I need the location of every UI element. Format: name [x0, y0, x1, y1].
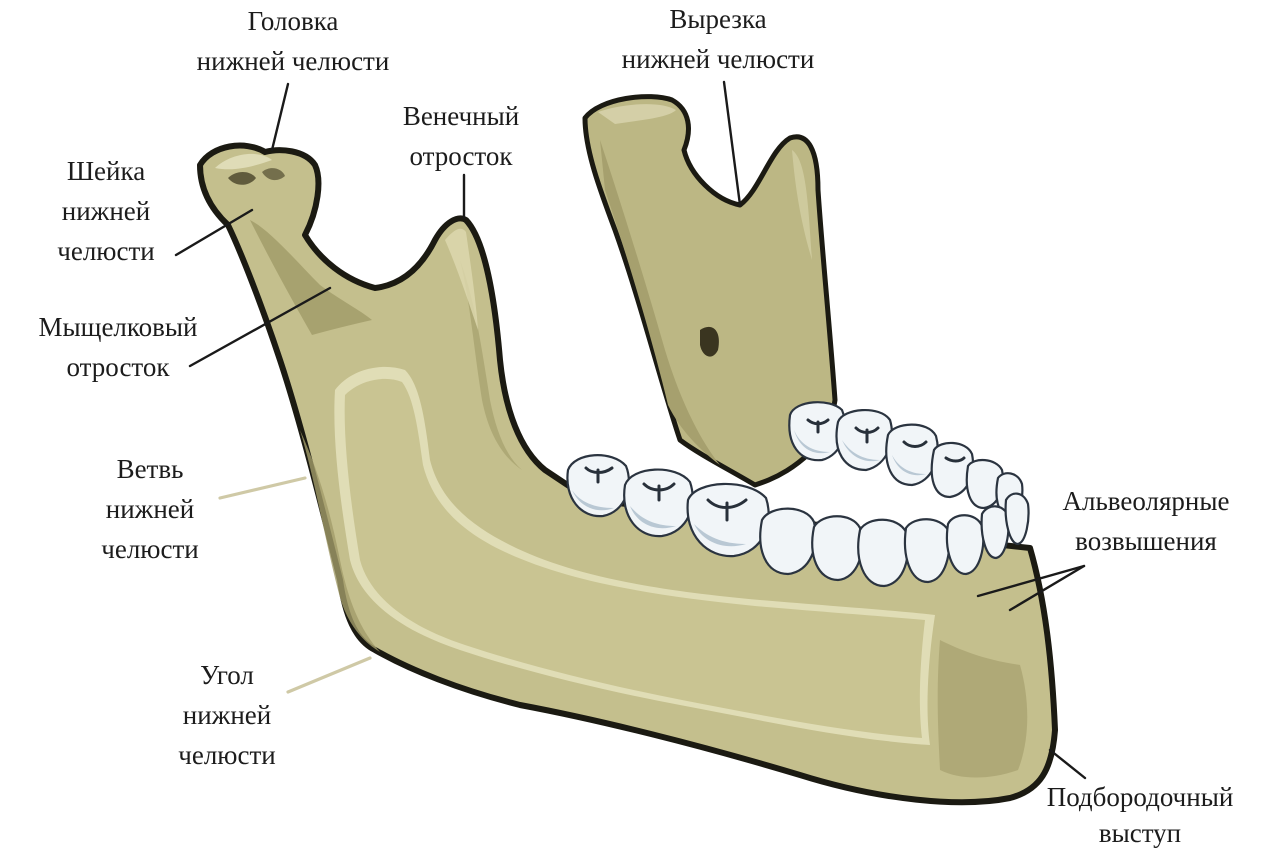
far-molar-2 — [837, 410, 892, 470]
label-mental: Подбородочный выступ — [1047, 782, 1234, 848]
far-molar-3 — [886, 425, 937, 485]
label-neck-line-2: нижней — [62, 196, 150, 226]
leader-angle — [288, 658, 370, 692]
label-ramus-line-2: нижней — [106, 494, 194, 524]
label-head-line-2: нижней челюсти — [197, 46, 390, 76]
label-neck-line-1: Шейка — [67, 156, 145, 186]
label-ramus-line-3: челюсти — [101, 534, 198, 564]
leader-notch — [724, 82, 740, 205]
near-molar-3 — [567, 455, 628, 516]
label-notch: Вырезка нижней челюсти — [622, 4, 815, 74]
label-neck: Шейка нижней челюсти — [57, 156, 154, 266]
label-ramus-line-1: Ветвь — [117, 454, 184, 484]
label-angle: Угол нижней челюсти — [178, 660, 275, 770]
label-coronoid-line-2: отросток — [410, 141, 514, 171]
far-incisor-2 — [1006, 494, 1029, 544]
label-angle-line-1: Угол — [200, 660, 254, 690]
label-coronoid-line-1: Венечный — [403, 101, 519, 131]
label-alveolar-line-1: Альвеолярные — [1063, 486, 1230, 516]
label-head-line-1: Головка — [248, 6, 339, 36]
label-alveolar-line-2: возвышения — [1075, 526, 1217, 556]
near-canine — [858, 520, 908, 586]
near-premolar-2 — [760, 509, 815, 574]
label-angle-line-3: челюсти — [178, 740, 275, 770]
label-condylar-line-1: Мыщелковый — [39, 312, 198, 342]
label-head: Головка нижней челюсти — [197, 6, 390, 76]
label-condylar: Мыщелковый отросток — [39, 312, 198, 382]
label-ramus: Ветвь нижней челюсти — [101, 454, 198, 564]
label-mental-line-1: Подбородочный — [1047, 782, 1234, 812]
label-mental-line-2: выступ — [1099, 818, 1181, 848]
label-neck-line-3: челюсти — [57, 236, 154, 266]
near-molar-2 — [624, 470, 693, 537]
leader-ramus — [220, 478, 305, 498]
leader-head — [272, 84, 288, 150]
label-condylar-line-2: отросток — [67, 352, 171, 382]
near-premolar-1 — [812, 516, 862, 580]
far-incisor-1 — [982, 506, 1009, 558]
near-incisor-central — [947, 515, 983, 574]
label-notch-line-1: Вырезка — [669, 4, 766, 34]
leader-mental — [1050, 750, 1085, 778]
near-incisor-lateral — [905, 519, 949, 582]
label-angle-line-2: нижней — [183, 700, 271, 730]
label-alveolar: Альвеолярные возвышения — [1063, 486, 1230, 556]
label-coronoid: Венечный отросток — [403, 101, 519, 171]
label-notch-line-2: нижней челюсти — [622, 44, 815, 74]
far-teeth-row — [789, 402, 1022, 515]
